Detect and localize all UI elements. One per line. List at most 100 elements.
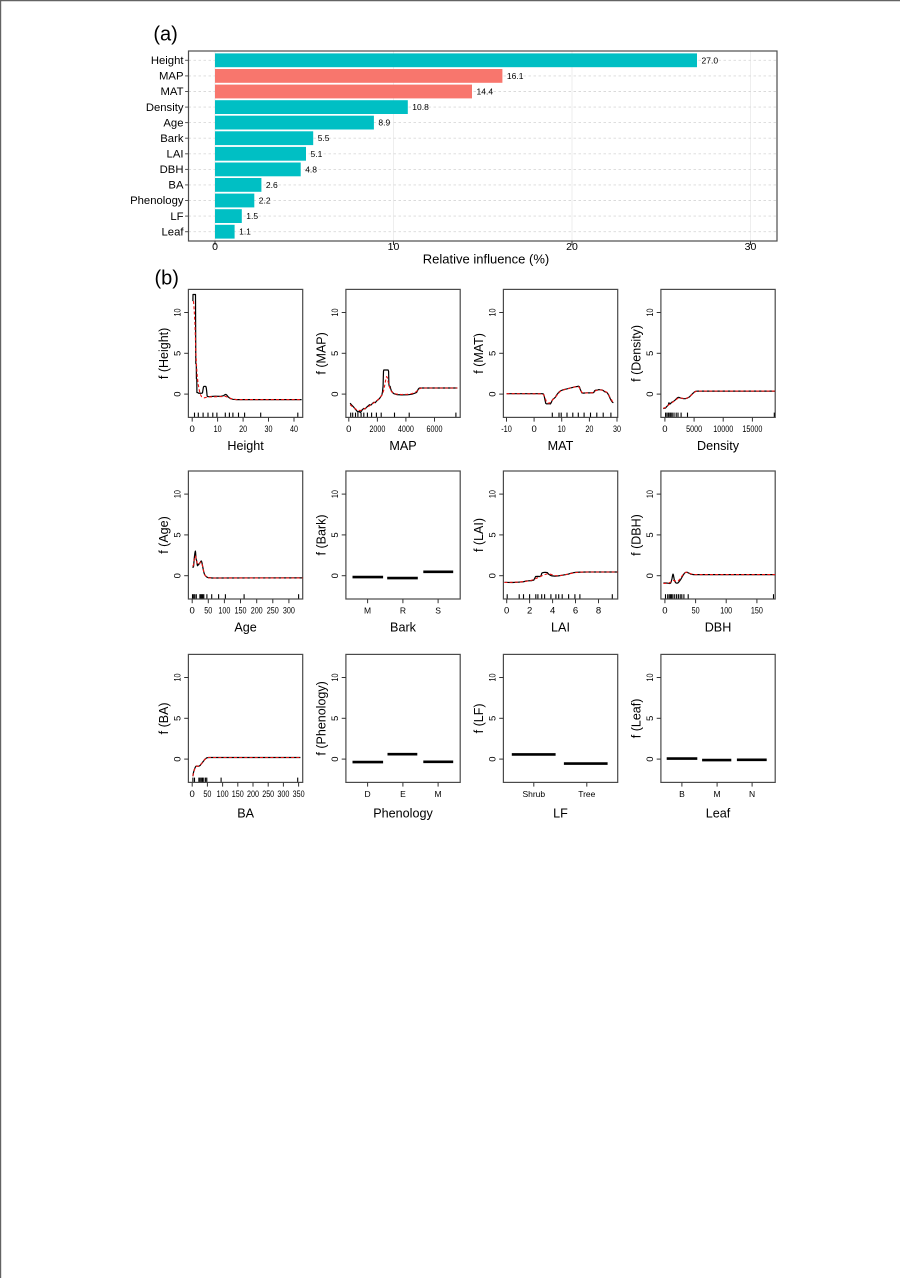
svg-text:LF: LF bbox=[170, 211, 183, 223]
svg-text:200: 200 bbox=[251, 606, 263, 617]
svg-text:-10: -10 bbox=[501, 424, 512, 435]
svg-text:40: 40 bbox=[290, 424, 298, 435]
svg-text:0: 0 bbox=[504, 606, 509, 617]
svg-text:BA: BA bbox=[237, 806, 254, 820]
svg-text:5: 5 bbox=[488, 532, 499, 537]
svg-text:Relative influence (%): Relative influence (%) bbox=[423, 252, 549, 267]
svg-text:30: 30 bbox=[613, 424, 621, 435]
svg-text:5: 5 bbox=[645, 351, 656, 356]
svg-text:5: 5 bbox=[173, 532, 184, 537]
svg-text:DBH: DBH bbox=[160, 164, 184, 176]
svg-text:0: 0 bbox=[173, 756, 184, 761]
svg-text:f (Leaf): f (Leaf) bbox=[629, 699, 643, 739]
svg-text:f (Height): f (Height) bbox=[157, 328, 171, 379]
svg-text:R: R bbox=[400, 606, 406, 616]
svg-text:Tree: Tree bbox=[578, 789, 595, 799]
svg-text:4: 4 bbox=[550, 606, 555, 617]
svg-text:Leaf: Leaf bbox=[706, 806, 731, 820]
svg-text:100: 100 bbox=[720, 606, 732, 617]
svg-text:Shrub: Shrub bbox=[522, 789, 545, 799]
svg-text:MAT: MAT bbox=[548, 439, 574, 453]
svg-text:(a): (a) bbox=[153, 23, 177, 45]
svg-text:20: 20 bbox=[239, 424, 247, 435]
svg-text:Phenology: Phenology bbox=[130, 195, 184, 207]
svg-text:150: 150 bbox=[235, 606, 247, 617]
svg-text:MAP: MAP bbox=[389, 439, 416, 453]
svg-text:8: 8 bbox=[596, 606, 601, 617]
svg-text:27.0: 27.0 bbox=[702, 55, 719, 65]
svg-text:5: 5 bbox=[645, 716, 656, 721]
svg-text:10.8: 10.8 bbox=[412, 102, 429, 112]
svg-text:0: 0 bbox=[645, 573, 656, 578]
svg-text:S: S bbox=[435, 606, 441, 616]
svg-text:5: 5 bbox=[173, 716, 184, 721]
svg-text:5.5: 5.5 bbox=[318, 133, 330, 143]
svg-text:14.4: 14.4 bbox=[477, 87, 494, 97]
svg-text:10: 10 bbox=[173, 309, 184, 317]
svg-text:30: 30 bbox=[745, 241, 757, 253]
svg-text:50: 50 bbox=[204, 606, 212, 617]
svg-text:10: 10 bbox=[330, 309, 341, 317]
svg-text:MAT: MAT bbox=[160, 86, 183, 98]
svg-text:2: 2 bbox=[527, 606, 532, 617]
svg-text:15000: 15000 bbox=[742, 424, 762, 435]
svg-text:0: 0 bbox=[662, 424, 667, 435]
svg-text:Height: Height bbox=[227, 439, 264, 453]
svg-text:f (BA): f (BA) bbox=[157, 702, 171, 734]
svg-text:10: 10 bbox=[214, 424, 222, 435]
svg-text:0: 0 bbox=[645, 756, 656, 761]
svg-text:0: 0 bbox=[488, 573, 499, 578]
svg-text:0: 0 bbox=[488, 756, 499, 761]
svg-text:0: 0 bbox=[190, 424, 195, 435]
svg-text:f (MAT): f (MAT) bbox=[472, 333, 486, 374]
svg-text:f (LF): f (LF) bbox=[472, 703, 486, 733]
svg-text:0: 0 bbox=[330, 391, 341, 396]
svg-text:Density: Density bbox=[697, 439, 740, 453]
svg-text:M: M bbox=[435, 789, 442, 799]
svg-text:0: 0 bbox=[346, 424, 351, 435]
svg-text:4.8: 4.8 bbox=[305, 164, 317, 174]
svg-text:Density: Density bbox=[146, 102, 184, 114]
svg-text:0: 0 bbox=[330, 756, 341, 761]
svg-text:350: 350 bbox=[293, 789, 305, 800]
svg-text:Age: Age bbox=[234, 621, 256, 635]
svg-text:0: 0 bbox=[173, 391, 184, 396]
svg-text:0: 0 bbox=[645, 391, 656, 396]
svg-text:f (Age): f (Age) bbox=[157, 516, 171, 554]
svg-text:250: 250 bbox=[267, 606, 279, 617]
svg-text:Leaf: Leaf bbox=[162, 226, 185, 238]
svg-text:E: E bbox=[400, 789, 406, 799]
svg-text:f (MAP): f (MAP) bbox=[314, 332, 328, 374]
svg-text:M: M bbox=[714, 789, 721, 799]
svg-text:Bark: Bark bbox=[390, 621, 417, 635]
svg-text:(b): (b) bbox=[155, 267, 179, 289]
svg-text:1.1: 1.1 bbox=[239, 227, 251, 237]
svg-text:0: 0 bbox=[190, 606, 195, 617]
svg-text:0: 0 bbox=[212, 241, 218, 253]
svg-text:20: 20 bbox=[566, 241, 578, 253]
svg-text:f (Bark): f (Bark) bbox=[314, 515, 328, 556]
svg-text:B: B bbox=[679, 789, 685, 799]
svg-text:BA: BA bbox=[168, 180, 184, 192]
svg-text:1.5: 1.5 bbox=[246, 211, 258, 221]
svg-text:8.9: 8.9 bbox=[378, 118, 390, 128]
svg-text:5: 5 bbox=[173, 351, 184, 356]
svg-text:50: 50 bbox=[692, 606, 700, 617]
svg-text:LAI: LAI bbox=[167, 149, 184, 161]
svg-text:2000: 2000 bbox=[369, 424, 385, 435]
svg-text:D: D bbox=[365, 789, 371, 799]
svg-text:50: 50 bbox=[203, 789, 211, 800]
svg-text:10: 10 bbox=[488, 674, 499, 682]
svg-text:30: 30 bbox=[265, 424, 273, 435]
svg-text:5000: 5000 bbox=[686, 424, 702, 435]
svg-text:Bark: Bark bbox=[160, 133, 184, 145]
svg-text:5: 5 bbox=[330, 532, 341, 537]
svg-text:Height: Height bbox=[151, 55, 185, 67]
svg-text:6000: 6000 bbox=[427, 424, 443, 435]
svg-text:10: 10 bbox=[645, 674, 656, 682]
svg-text:0: 0 bbox=[531, 424, 536, 435]
svg-text:Age: Age bbox=[163, 117, 183, 129]
svg-text:4000: 4000 bbox=[398, 424, 414, 435]
svg-text:2.2: 2.2 bbox=[259, 196, 271, 206]
svg-text:f (Density): f (Density) bbox=[629, 325, 643, 382]
